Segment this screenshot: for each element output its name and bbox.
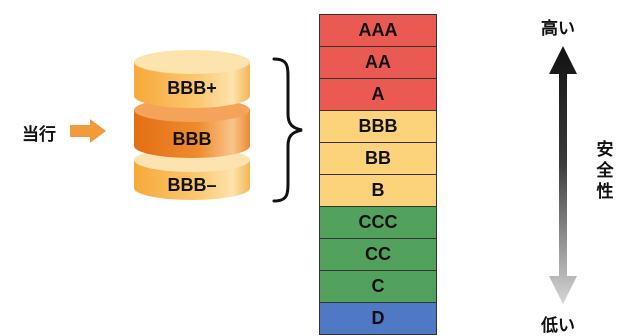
disk-labels: BBB+ BBB BBB– [130,48,254,204]
rating-ccc: CCC [319,207,437,239]
rating-stack: AAA AA A BBB BB B CCC CC C D [319,14,437,335]
rating-c: C [319,271,437,303]
rating-cc: CC [319,239,437,271]
scale-high-label: 高い [541,19,575,39]
safety-arrow-icon [549,46,577,304]
scale-axis-label: 安全性 [596,140,614,202]
disk-label-bottom: BBB– [167,175,217,195]
curly-brace-icon [272,57,303,203]
rating-aa: AA [319,47,437,79]
disk-stack [134,50,250,200]
rating-aaa: AAA [319,14,437,47]
scale-low-label: 低い [541,316,575,336]
rating-a: A [319,79,437,111]
disk-label-top: BBB+ [167,78,217,98]
orange-arrow-icon [70,119,106,143]
rating-b: B [319,175,437,207]
rating-bb: BB [319,143,437,175]
disk-label-middle: BBB [172,129,212,149]
disk-top [134,50,250,108]
rating-bbb: BBB [319,111,437,143]
current-bank-label: 当行 [22,125,56,145]
rating-d: D [319,303,437,335]
